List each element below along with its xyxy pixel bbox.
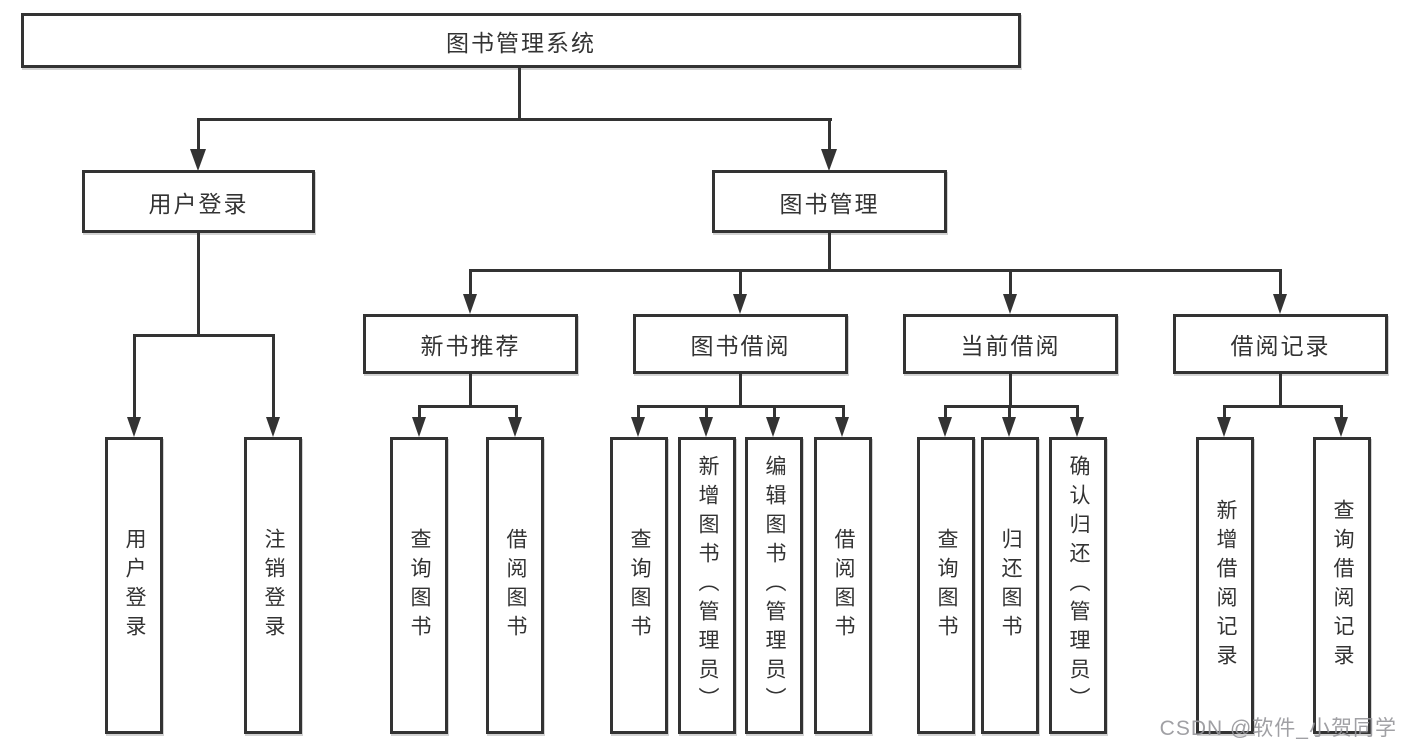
connector-line <box>133 334 275 337</box>
node-user-login: 用户登录 <box>82 170 315 233</box>
connector-line <box>1223 405 1343 408</box>
connector-line <box>469 372 472 408</box>
arrowhead-down-icon <box>835 417 849 437</box>
arrowhead-down-icon <box>1334 417 1348 437</box>
node-rec-query-books: 查询图书 <box>390 437 448 734</box>
connector-line <box>705 405 708 419</box>
connector-line <box>773 405 776 419</box>
arrowhead-down-icon <box>733 294 747 314</box>
node-user-login-leaf: 用户登录 <box>105 437 163 734</box>
arrowhead-down-icon <box>1273 294 1287 314</box>
connector-line <box>1008 405 1011 419</box>
arrowhead-down-icon <box>190 149 206 171</box>
arrowhead-down-icon <box>412 417 426 437</box>
connector-line <box>944 405 947 419</box>
connector-line <box>1223 405 1226 419</box>
connector-line <box>1340 405 1343 419</box>
node-cb-confirm-return-admin: 确认归还（管理员） <box>1049 437 1107 734</box>
node-bb-borrow-books: 借阅图书 <box>814 437 872 734</box>
connector-line <box>515 405 518 419</box>
connector-line <box>1076 405 1079 419</box>
node-book-management: 图书管理 <box>712 170 947 233</box>
arrowhead-down-icon <box>266 417 280 437</box>
arrowhead-down-icon <box>938 417 952 437</box>
arrowhead-down-icon <box>508 417 522 437</box>
connector-line <box>197 231 200 337</box>
node-br-add-record: 新增借阅记录 <box>1196 437 1254 734</box>
node-rec-borrow-books: 借阅图书 <box>486 437 544 734</box>
arrowhead-down-icon <box>821 149 837 171</box>
csdn-watermark: CSDN @软件_小贺同学 <box>1159 717 1397 740</box>
arrowhead-down-icon <box>766 417 780 437</box>
connector-line <box>1279 372 1282 408</box>
connector-line <box>469 269 472 297</box>
arrowhead-down-icon <box>1002 417 1016 437</box>
node-logout: 注销登录 <box>244 437 302 734</box>
node-current-borrowing: 当前借阅 <box>903 314 1118 374</box>
arrowhead-down-icon <box>127 417 141 437</box>
connector-line <box>418 405 518 408</box>
node-borrowing-records: 借阅记录 <box>1173 314 1388 374</box>
connector-line <box>272 334 275 418</box>
connector-line <box>739 269 742 297</box>
node-bb-edit-books-admin: 编辑图书（管理员） <box>745 437 803 734</box>
connector-line <box>1279 269 1282 297</box>
connector-line <box>133 334 136 418</box>
connector-line <box>418 405 421 419</box>
connector-line <box>518 66 521 121</box>
arrowhead-down-icon <box>463 294 477 314</box>
connector-line <box>739 372 742 408</box>
node-cb-query-books: 查询图书 <box>917 437 975 734</box>
connector-line <box>1009 269 1012 297</box>
node-new-book-recommendation: 新书推荐 <box>363 314 578 374</box>
node-library-management-system: 图书管理系统 <box>21 13 1021 68</box>
node-bb-query-books: 查询图书 <box>610 437 668 734</box>
connector-line <box>828 118 831 152</box>
connector-line <box>637 405 845 408</box>
connector-line <box>944 405 1079 408</box>
connector-line <box>469 269 1282 272</box>
node-book-borrowing: 图书借阅 <box>633 314 848 374</box>
connector-line <box>197 118 832 121</box>
node-br-query-record: 查询借阅记录 <box>1313 437 1371 734</box>
connector-line <box>828 233 831 272</box>
arrowhead-down-icon <box>631 417 645 437</box>
arrowhead-down-icon <box>1070 417 1084 437</box>
connector-line <box>842 405 845 419</box>
connector-line <box>1009 372 1012 408</box>
arrowhead-down-icon <box>1217 417 1231 437</box>
arrowhead-down-icon <box>699 417 713 437</box>
node-cb-return-books: 归还图书 <box>981 437 1039 734</box>
connector-line <box>637 405 640 419</box>
node-bb-add-books-admin: 新增图书（管理员） <box>678 437 736 734</box>
arrowhead-down-icon <box>1003 294 1017 314</box>
connector-line <box>197 118 200 152</box>
